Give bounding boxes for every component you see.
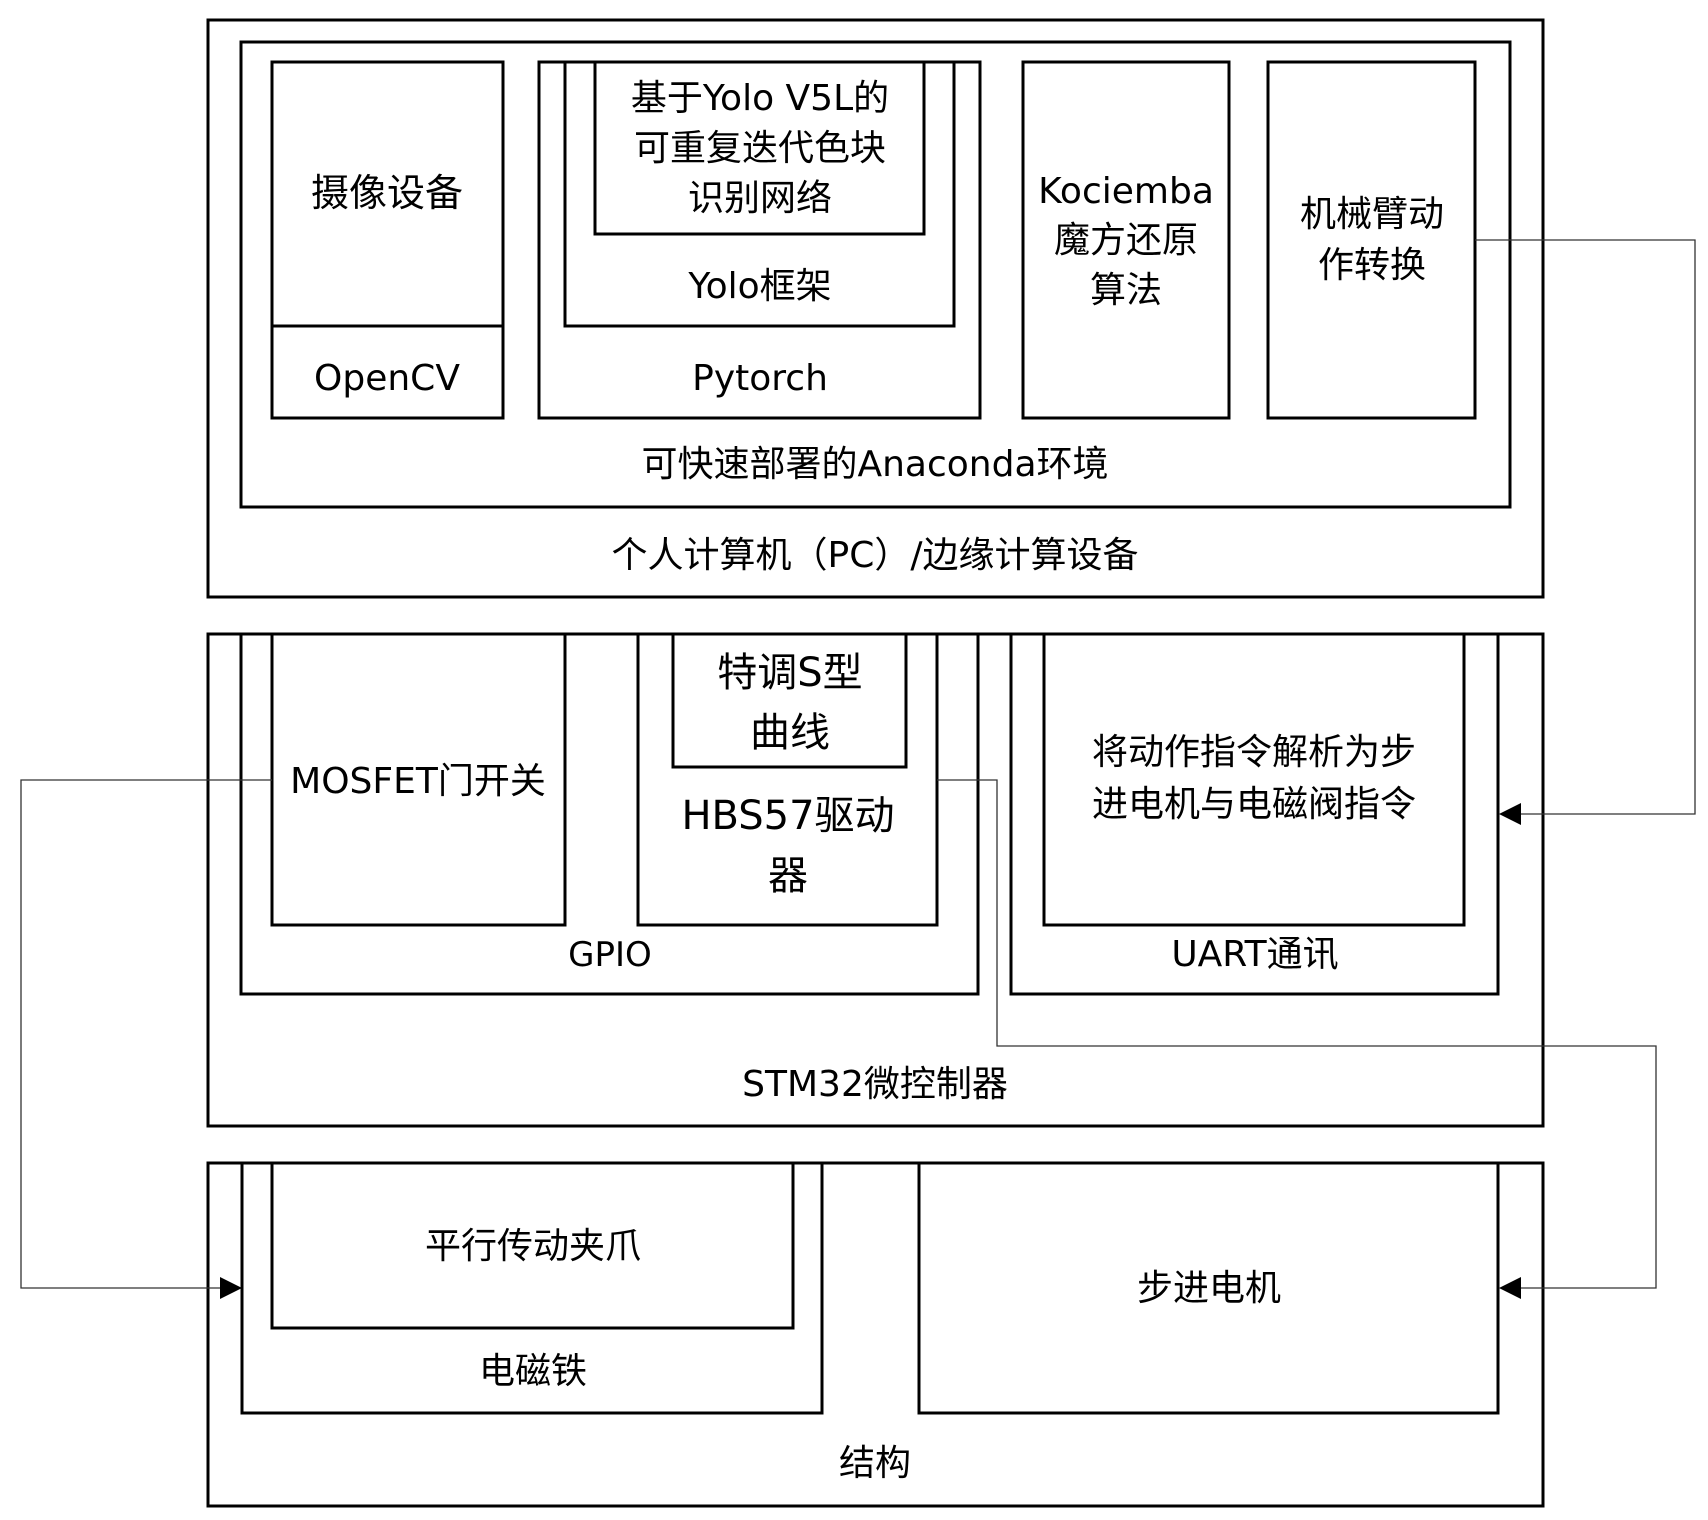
pc-label: 个人计算机（PC）/边缘计算设备: [612, 535, 1139, 576]
hbs57-line-2: 器: [768, 853, 808, 899]
connectors: [20, 239, 1696, 1299]
arrowhead-uart-icon: [1499, 803, 1521, 825]
command-parser-box: [1042, 632, 1466, 927]
connector-driver-to-stepper: [937, 779, 1657, 1289]
camera-box: [270, 60, 505, 420]
gpio-label: GPIO: [568, 935, 652, 975]
anaconda-env-box: [239, 40, 1512, 509]
arm-conversion-line-1: 机械臂动: [1300, 194, 1444, 235]
command-parser-line-1: 将动作指令解析为步: [1092, 732, 1416, 773]
pc-box: [206, 18, 1545, 599]
electromagnet-label: 电磁铁: [479, 1351, 587, 1392]
connector-arm-to-uart: [1475, 239, 1696, 815]
anaconda-env-label: 可快速部署的Anaconda环境: [641, 444, 1108, 485]
yolo-network-line-3: 识别网络: [688, 178, 832, 219]
arrowhead-stepper-icon: [1499, 1277, 1521, 1299]
command-parser-line-2: 进电机与电磁阀指令: [1092, 784, 1416, 825]
gpio-box: [239, 632, 980, 996]
s-curve-line-1: 特调S型: [717, 650, 862, 696]
hbs57-line-1: HBS57驱动: [681, 793, 894, 839]
stm32-group: STM32微控制器 GPIO MOSFET门开关 HBS57驱动 器 特调S型 …: [206, 632, 1545, 1128]
arm-conversion-box: [1266, 60, 1477, 420]
yolo-network-line-1: 基于Yolo V5L的: [631, 78, 889, 119]
kociemba-line-1: Kociemba: [1038, 171, 1214, 212]
structure-label: 结构: [839, 1443, 911, 1484]
mosfet-label: MOSFET门开关: [290, 761, 546, 802]
pc-group: 个人计算机（PC）/边缘计算设备 可快速部署的Anaconda环境 摄像设备 O…: [206, 18, 1545, 599]
s-curve-box: [671, 632, 908, 769]
stm32-box: [206, 632, 1545, 1128]
kociemba-box: [1021, 60, 1231, 420]
opencv-label: OpenCV: [314, 358, 460, 399]
structure-group: 结构 电磁铁 平行传动夹爪 步进电机: [206, 1161, 1545, 1508]
arrowhead-magnet-icon: [220, 1277, 242, 1299]
yolo-framework-label: Yolo框架: [687, 266, 831, 307]
arm-conversion-line-2: 作转换: [1318, 245, 1426, 286]
gripper-box: [270, 1161, 795, 1330]
kociemba-line-2: 魔方还原: [1054, 220, 1198, 261]
gripper-label: 平行传动夹爪: [425, 1226, 641, 1267]
yolo-network-box: [593, 60, 926, 236]
camera-label: 摄像设备: [311, 171, 463, 215]
stm32-label: STM32微控制器: [742, 1064, 1008, 1105]
stepper-motor-box: [917, 1161, 1500, 1415]
stepper-motor-label: 步进电机: [1137, 1268, 1281, 1309]
s-curve-line-2: 曲线: [750, 710, 830, 756]
kociemba-line-3: 算法: [1090, 270, 1162, 311]
yolo-network-line-2: 可重复迭代色块: [634, 128, 886, 169]
structure-box: [206, 1161, 1545, 1508]
uart-label: UART通讯: [1171, 934, 1338, 975]
connector-mosfet-to-magnet: [20, 779, 272, 1289]
pytorch-label: Pytorch: [692, 358, 828, 399]
